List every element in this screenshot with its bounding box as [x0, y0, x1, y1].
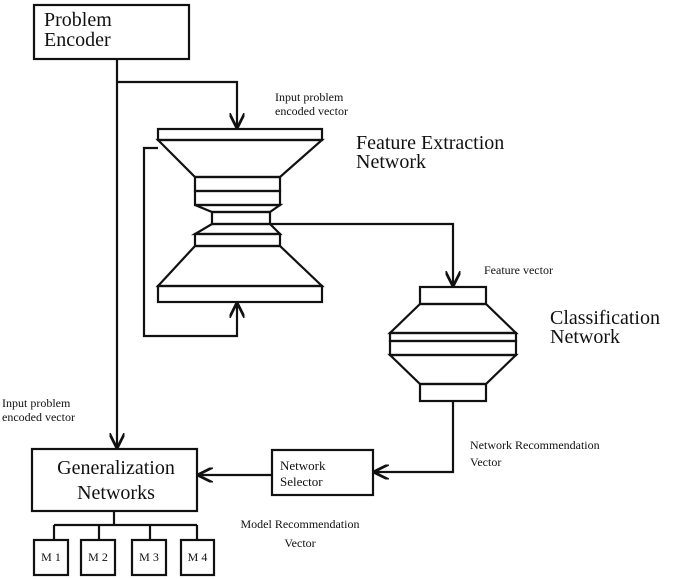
- model-box-m3: [130, 538, 168, 577]
- model-box-m1: [32, 538, 70, 577]
- input-vector-label-top: Input problem encoded vector: [275, 90, 348, 118]
- connectors: [52, 59, 453, 540]
- classification-network-shape: [387, 285, 519, 403]
- problem-encoder-box: [32, 3, 191, 61]
- model-label-m3: M 3: [139, 550, 159, 564]
- model-recommendation-label: Model Recommendation Vector: [240, 517, 360, 550]
- model-box-m2: [79, 538, 117, 577]
- feature-extraction-network-shape: [155, 127, 325, 304]
- model-label-m1: M 1: [41, 550, 61, 564]
- network-selector-box: [270, 448, 375, 497]
- network-selector-label: Network Selector: [280, 458, 326, 489]
- classification-network-title: Classification Network: [550, 307, 660, 348]
- feature-vector-label: Feature vector: [484, 263, 553, 277]
- model-label-m4: M 4: [187, 550, 208, 564]
- generalization-networks-label: Generalization Networks: [57, 457, 175, 504]
- feature-extraction-network-title: Feature Extraction Network: [356, 132, 505, 173]
- input-vector-label-left: Input problem encoded vector: [2, 396, 75, 424]
- model-box-m4: [179, 538, 216, 577]
- model-label-m2: M 2: [88, 550, 108, 564]
- network-recommendation-label: Network Recommendation Vector: [470, 438, 600, 469]
- problem-encoder-label: Problem Encoder: [44, 9, 112, 51]
